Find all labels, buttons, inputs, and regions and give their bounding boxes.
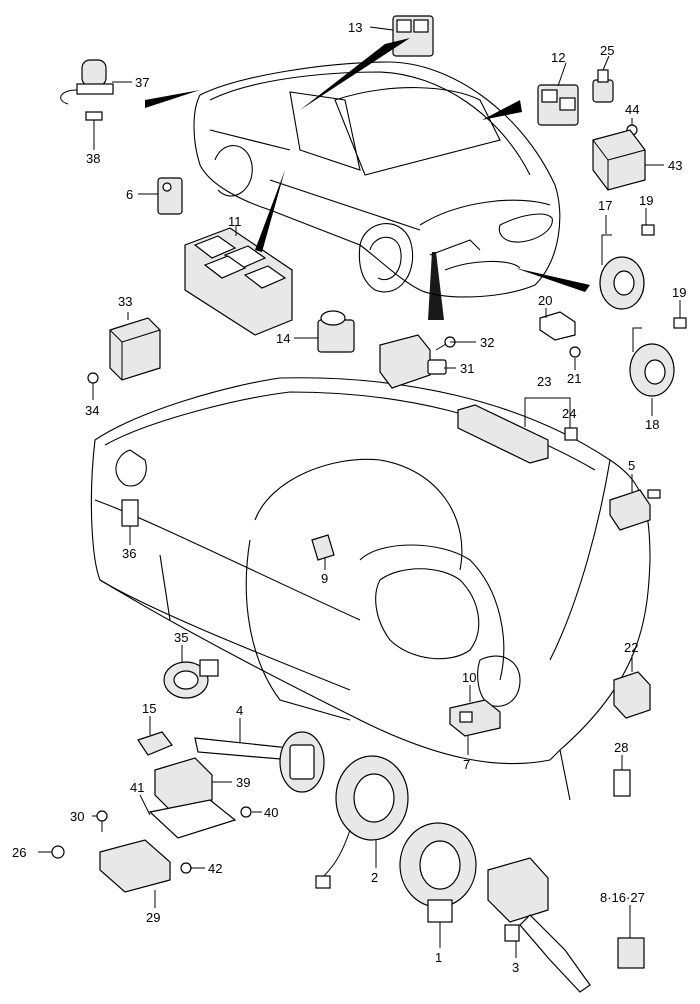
label-18: 18 xyxy=(645,417,659,432)
label-23: 23 xyxy=(537,374,551,389)
label-41: 41 xyxy=(130,780,144,795)
label-44: 44 xyxy=(625,102,639,117)
leader-arrows xyxy=(145,38,590,320)
label-21: 21 xyxy=(567,371,581,386)
part-13-switch xyxy=(392,15,434,57)
part-21-bolt xyxy=(569,346,581,358)
label-3: 3 xyxy=(512,960,519,975)
part-26-bolt xyxy=(51,845,65,859)
part-25-sensor xyxy=(592,69,614,103)
part-32-bolt xyxy=(435,336,456,351)
part-35-ignition-switch xyxy=(163,659,219,699)
part-10-switch xyxy=(449,699,501,737)
label-1: 1 xyxy=(435,950,442,965)
part-5-switch xyxy=(609,489,661,531)
part-29-module xyxy=(99,839,171,893)
label-37: 37 xyxy=(135,75,149,90)
label-10: 10 xyxy=(462,670,476,685)
label-8-16-27: 8·16·27 xyxy=(600,890,645,905)
label-34: 34 xyxy=(85,403,99,418)
part-22-relay xyxy=(613,671,651,719)
part-24-clip xyxy=(564,427,578,441)
part-33-module xyxy=(109,317,161,381)
leader-lines xyxy=(38,26,681,958)
part-31-sensor xyxy=(379,334,447,389)
label-26: 26 xyxy=(12,845,26,860)
label-38: 38 xyxy=(86,151,100,166)
label-43: 43 xyxy=(668,158,682,173)
part-8-16-27-relay xyxy=(617,937,645,969)
part-4-wiper-stalk xyxy=(194,731,325,793)
part-28-label xyxy=(613,769,631,797)
label-19-lower: 19 xyxy=(672,285,686,300)
label-12: 12 xyxy=(551,50,565,65)
part-19-bolt-upper xyxy=(641,224,655,236)
part-20-bracket xyxy=(539,311,576,341)
label-13: 13 xyxy=(348,20,362,35)
part-number-labels: 13 12 25 44 43 37 38 6 11 33 34 14 32 31… xyxy=(12,20,686,975)
part-37-switch xyxy=(60,59,114,105)
label-29: 29 xyxy=(146,910,160,925)
label-7: 7 xyxy=(463,757,470,772)
label-32: 32 xyxy=(480,335,494,350)
part-6-clip xyxy=(157,177,183,215)
part-43-module xyxy=(592,129,646,191)
part-30-bolt xyxy=(96,810,108,832)
label-35: 35 xyxy=(174,630,188,645)
label-28: 28 xyxy=(614,740,628,755)
part-14-switch xyxy=(317,310,355,353)
part-18-horn xyxy=(629,327,675,397)
label-31: 31 xyxy=(460,361,474,376)
label-25: 25 xyxy=(600,43,614,58)
label-40: 40 xyxy=(264,805,278,820)
part-34-nut xyxy=(87,372,99,384)
car-body-outline xyxy=(193,61,561,298)
label-5: 5 xyxy=(628,458,635,473)
part-15-cover xyxy=(137,731,173,756)
part-9-switch xyxy=(311,534,335,561)
part-36-label xyxy=(121,499,139,527)
label-17: 17 xyxy=(598,198,612,213)
part-40-bolt xyxy=(240,806,252,818)
part-11-window-switch xyxy=(184,227,293,336)
part-3-combination-switch-stalk xyxy=(487,857,591,993)
label-22: 22 xyxy=(624,640,638,655)
label-42: 42 xyxy=(208,861,222,876)
dashboard-outline xyxy=(90,377,651,801)
label-4: 4 xyxy=(236,703,243,718)
part-39-module xyxy=(154,757,213,813)
part-12-switch xyxy=(537,84,579,126)
label-33: 33 xyxy=(118,294,132,309)
label-14: 14 xyxy=(276,331,290,346)
label-6: 6 xyxy=(126,187,133,202)
part-1-combination-switch xyxy=(399,822,477,923)
label-11: 11 xyxy=(228,214,242,229)
label-15: 15 xyxy=(142,701,156,716)
label-2: 2 xyxy=(371,870,378,885)
part-23-module xyxy=(457,404,549,464)
label-36: 36 xyxy=(122,546,136,561)
part-2-clock-spring xyxy=(315,755,409,889)
part-19-bolt-lower xyxy=(673,317,687,329)
part-17-horn xyxy=(599,234,645,310)
part-41-bracket xyxy=(148,799,237,839)
part-38-bolt xyxy=(85,111,103,130)
label-39: 39 xyxy=(236,775,250,790)
part-42-bolt xyxy=(180,862,192,874)
label-24: 24 xyxy=(562,406,576,421)
label-30: 30 xyxy=(70,809,84,824)
label-9: 9 xyxy=(321,571,328,586)
label-20: 20 xyxy=(538,293,552,308)
label-19-upper: 19 xyxy=(639,193,653,208)
